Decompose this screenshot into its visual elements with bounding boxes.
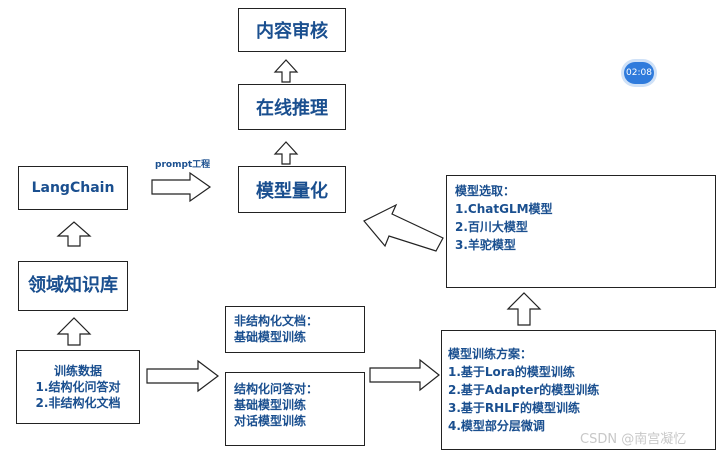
training-plan-item: 4.模型部分层微调: [448, 419, 545, 433]
langchain-label: LangChain: [31, 180, 115, 196]
model-selection-box: 模型选取： 1.ChatGLM模型 2.百川大模型 3.羊驼模型: [446, 175, 716, 288]
model-selection-item: 3.羊驼模型: [455, 238, 516, 252]
model-quantization-box: 模型量化: [238, 166, 346, 213]
arrow-quant-to-inference: [273, 141, 299, 165]
arrow-data-to-docs: [146, 359, 219, 393]
training-plan-item: 2.基于Adapter的模型训练: [448, 383, 600, 397]
model-selection-title: 模型选取：: [455, 184, 516, 198]
content-review-label: 内容审核: [256, 21, 328, 42]
time-badge[interactable]: 02:08: [624, 62, 654, 84]
training-plan-title: 模型训练方案：: [448, 347, 533, 361]
arrow-inference-to-review: [273, 59, 299, 83]
prompt-label: prompt工程: [155, 160, 211, 170]
unstructured-doc-box: 非结构化文档： 基础模型训练: [225, 306, 365, 353]
model-selection-item: 2.百川大模型: [455, 220, 528, 234]
langchain-box: LangChain: [18, 166, 128, 210]
arrow-plan-to-selection: [506, 292, 542, 326]
structured-qa-item: 对话模型训练: [234, 414, 307, 428]
structured-qa-item: 基础模型训练: [234, 398, 307, 412]
watermark: CSDN @南宫凝忆: [580, 432, 687, 447]
arrow-lib-to-langchain: [56, 221, 92, 247]
arrow-docs-to-plan: [369, 358, 440, 392]
model-selection-item: 1.ChatGLM模型: [455, 202, 553, 216]
domain-knowledge-label: 领域知识库: [28, 275, 118, 296]
online-inference-label: 在线推理: [256, 98, 328, 119]
arrow-data-to-lib: [56, 317, 92, 346]
online-inference-box: 在线推理: [238, 84, 346, 130]
model-quantization-label: 模型量化: [256, 180, 328, 202]
domain-knowledge-box: 领域知识库: [18, 261, 128, 311]
training-data-item: 1.结构化问答对: [35, 380, 121, 394]
training-plan-item: 3.基于RHLF的模型训练: [448, 401, 581, 415]
unstructured-doc-item: 基础模型训练: [234, 330, 307, 344]
arrow-langchain-to-quant: [151, 171, 212, 203]
content-review-box: 内容审核: [238, 8, 346, 52]
training-data-title: 训练数据: [53, 364, 102, 378]
training-plan-box: 模型训练方案： 1.基于Lora的模型训练 2.基于Adapter的模型训练 3…: [441, 330, 716, 450]
structured-qa-title: 结构化问答对：: [234, 382, 319, 396]
training-data-item: 2.非结构化文档: [35, 396, 121, 410]
training-plan-item: 1.基于Lora的模型训练: [448, 365, 575, 379]
arrow-selection-to-quant: [363, 203, 444, 252]
structured-qa-box: 结构化问答对： 基础模型训练 对话模型训练: [225, 372, 365, 446]
unstructured-doc-title: 非结构化文档：: [234, 314, 319, 328]
training-data-box: 训练数据 1.结构化问答对 2.非结构化文档: [16, 350, 140, 424]
